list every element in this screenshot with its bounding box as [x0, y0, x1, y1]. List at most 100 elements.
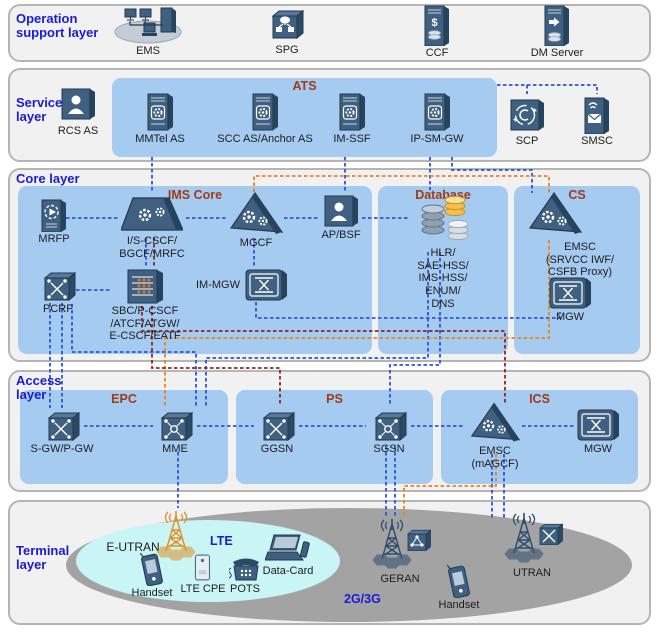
- scc-as-icon: [251, 92, 280, 132]
- dm-server-icon: [544, 5, 569, 46]
- node-sgw-pgw: S-GW/P-GW: [24, 408, 100, 456]
- node-database: [408, 194, 478, 242]
- cscf-label: I/S-CSCF/ BGCF/MRFC: [119, 235, 185, 260]
- cs-mgw-icon: [548, 277, 592, 309]
- cs-emsc-label: EMSC (SRVCC IWF/ CSFB Proxy): [545, 241, 615, 279]
- node-scc-as: SCC AS/Anchor AS: [205, 92, 325, 146]
- sgsn-icon: [371, 408, 407, 442]
- node-rcs-as: RCS AS: [50, 84, 106, 138]
- cscf-icon: [121, 194, 183, 234]
- sbc-label: SBC/P-CSCF /ATCF/ATGW/ E-CSCF/EATF: [109, 305, 181, 343]
- ics-emsc-label: EMSC (mAGCF): [471, 445, 519, 470]
- handset-2g-icon: [446, 562, 471, 598]
- node-geran: GERAN: [368, 514, 432, 586]
- node-mmtel-as: MMTel AS: [124, 92, 196, 146]
- im-ssf-label: IM-SSF: [333, 133, 371, 145]
- ims-core-title: IMS Core: [167, 188, 223, 202]
- pots-icon: [229, 558, 259, 581]
- service-layer-label: Service layer: [16, 95, 63, 125]
- mme-label: MME: [162, 443, 188, 455]
- im-mgw-icon: [245, 269, 288, 301]
- mgcf-label: MGCF: [239, 237, 273, 249]
- sgw-pgw-label: S-GW/P-GW: [30, 443, 94, 455]
- node-cs-emsc-label: EMSC (SRVCC IWF/ CSFB Proxy): [528, 240, 632, 279]
- svg-text:$: $: [431, 17, 437, 29]
- mme-icon: [157, 408, 193, 442]
- mrfp-label: MRFP: [38, 233, 70, 245]
- node-ap-bsf: AP/BSF: [312, 194, 370, 242]
- rcs-as-icon: [61, 88, 95, 120]
- ip-sm-gw-label: IP-SM-GW: [410, 133, 464, 145]
- lte-label: LTE: [210, 534, 233, 548]
- ps-title: PS: [326, 392, 343, 406]
- node-ems: EMS: [108, 6, 188, 58]
- pcrf-icon: [40, 268, 76, 302]
- node-ggsn: GGSN: [247, 408, 307, 456]
- handset-lte-label: Handset: [131, 587, 173, 599]
- node-sgsn: SGSN: [359, 408, 419, 456]
- node-lte-cpe: LTE CPE: [180, 554, 226, 596]
- ats-title: ATS: [292, 79, 317, 93]
- node-ccf: $ CCF: [402, 4, 472, 60]
- node-database-label: HLR/ SAE-HSS/ IMS-HSS/ ENUM/ DNS: [393, 246, 493, 310]
- geran-tower-icon: [372, 518, 431, 569]
- cs-mgw-label: MGW: [555, 311, 585, 323]
- rcs-as-label: RCS AS: [57, 125, 99, 137]
- utran-label: UTRAN: [513, 567, 551, 579]
- ccf-icon: $: [424, 5, 449, 46]
- node-mme: MME: [145, 408, 205, 456]
- core-layer-label: Core layer: [16, 171, 80, 186]
- node-sbc: SBC/P-CSCF /ATCF/ATGW/ E-CSCF/EATF: [100, 268, 190, 343]
- node-ics-mgw: MGW: [568, 408, 628, 456]
- spg-icon: [272, 10, 304, 39]
- node-cscf: I/S-CSCF/ BGCF/MRFC: [112, 194, 192, 260]
- node-handset-lte: Handset: [130, 550, 174, 600]
- ics-emsc-icon: [469, 402, 521, 444]
- g2g3-label: 2G/3G: [344, 592, 381, 606]
- node-dm-server: DM Server: [517, 4, 597, 60]
- node-spg: SPG: [252, 6, 322, 57]
- datacard-label: Data-Card: [262, 565, 314, 577]
- scc-as-label: SCC AS/Anchor AS: [217, 133, 313, 145]
- geran-label: GERAN: [380, 573, 420, 585]
- handset-lte-icon: [139, 550, 164, 586]
- node-utran: UTRAN: [500, 508, 564, 580]
- node-cs-mgw: MGW: [540, 276, 600, 324]
- smsc-icon: [584, 97, 609, 134]
- ems-icon: [114, 7, 182, 44]
- database-label: HLR/ SAE-HSS/ IMS-HSS/ ENUM/ DNS: [417, 247, 469, 310]
- lte-cpe-label: LTE CPE: [180, 583, 226, 595]
- node-im-mgw: IM-MGW: [196, 268, 289, 302]
- scp-label: SCP: [515, 135, 539, 147]
- node-ip-sm-gw: IP-SM-GW: [400, 92, 474, 146]
- database-icon: [421, 195, 469, 241]
- node-handset-2g: Handset: [434, 562, 484, 612]
- node-im-ssf: IM-SSF: [316, 92, 388, 146]
- handset-2g-label: Handset: [438, 599, 480, 611]
- node-smsc: SMSC: [569, 96, 625, 148]
- dm-server-label: DM Server: [530, 47, 584, 59]
- mgcf-icon: [228, 192, 284, 236]
- cs-emsc-icon: [527, 192, 583, 236]
- im-ssf-icon: [338, 92, 367, 132]
- node-ics-emsc: EMSC (mAGCF): [462, 402, 528, 470]
- node-mgcf: MGCF: [224, 192, 288, 250]
- spg-label: SPG: [275, 44, 299, 56]
- smsc-label: SMSC: [581, 135, 613, 147]
- terminal-layer-label: Terminal layer: [16, 543, 70, 573]
- pcrf-label: PCRF: [43, 303, 73, 315]
- mmtel-as-label: MMTel AS: [135, 133, 185, 145]
- node-eutran-label: E-UTRAN: [96, 540, 170, 555]
- node-cs-emsc: [525, 192, 585, 236]
- mmtel-as-icon: [146, 92, 175, 132]
- node-mrfp: MRFP: [26, 198, 82, 246]
- im-mgw-label: IM-MGW: [196, 279, 240, 292]
- operation-layer-label: Operation support layer: [16, 11, 99, 41]
- epc-title: EPC: [111, 392, 137, 406]
- ap-bsf-label: AP/BSF: [321, 229, 361, 241]
- ap-bsf-icon: [324, 195, 358, 227]
- pots-label: POTS: [230, 583, 260, 595]
- sgsn-label: SGSN: [373, 443, 405, 455]
- ccf-label: CCF: [425, 47, 449, 59]
